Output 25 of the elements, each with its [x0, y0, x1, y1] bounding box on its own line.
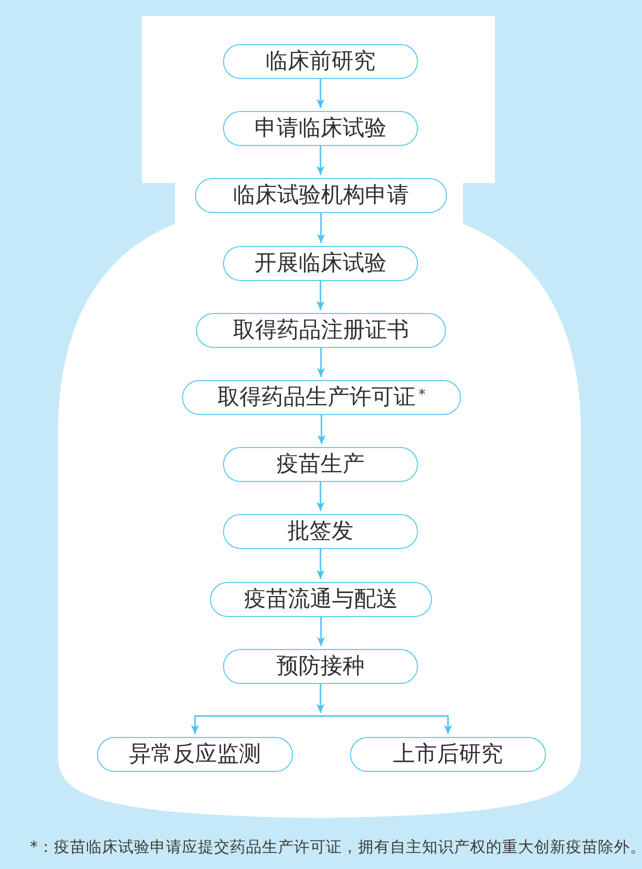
step-box: 异常反应监测: [97, 737, 293, 772]
step-box: 疫苗流通与配送: [210, 582, 432, 617]
arrow: [316, 281, 325, 310]
arrow: [316, 348, 326, 377]
step-box: 疫苗生产: [223, 447, 418, 482]
arrow: [317, 415, 326, 444]
step-box: 临床试验机构申请: [195, 178, 447, 213]
arrow: [316, 617, 326, 646]
step-box: 上市后研究: [350, 737, 546, 772]
step-box: 临床前研究: [223, 44, 418, 79]
step-box: 预防接种: [223, 649, 418, 684]
arrow: [316, 79, 325, 108]
arrow: [190, 715, 320, 734]
step-box: 申请临床试验: [223, 111, 418, 146]
arrow: [316, 684, 325, 713]
footnote: *：疫苗临床试验申请应提交药品生产许可证，拥有自主知识产权的重大创新疫苗除外。: [30, 838, 642, 857]
step-box: 取得药品注册证书: [196, 313, 446, 348]
arrow: [316, 146, 325, 175]
step-box: 开展临床试验: [223, 246, 418, 281]
step-box: 批签发: [223, 514, 418, 549]
arrow: [316, 213, 326, 243]
arrow: [316, 482, 325, 511]
arrow: [320, 715, 452, 734]
arrow: [316, 549, 325, 579]
step-box: 取得药品生产许可证$^{*}$: [182, 380, 461, 415]
